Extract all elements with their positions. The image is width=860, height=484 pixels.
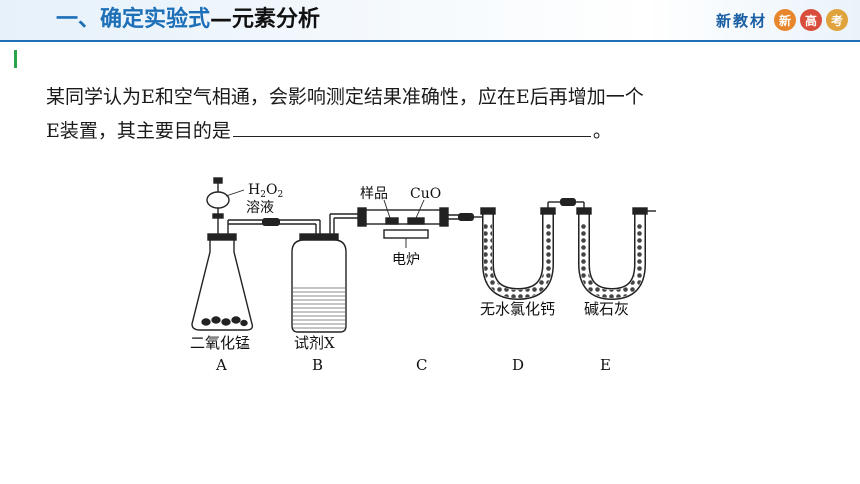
answer-blank[interactable] — [232, 114, 591, 137]
device-letter-c: C — [416, 356, 427, 374]
apparatus-e — [576, 201, 656, 301]
label-h2o2: H2O2 — [248, 182, 283, 200]
apparatus-d — [474, 201, 564, 301]
page-title: 一、确定实验式—元素分析 — [56, 4, 320, 36]
label-cuo: CuO — [410, 186, 441, 202]
question-text: 某同学认为E和空气相通，会影响测定结果准确性，应在E后再增加一个 E装置，其主要… — [46, 80, 816, 148]
connector-cd — [458, 213, 474, 221]
device-letter-b: B — [312, 356, 323, 374]
connector-de — [560, 198, 576, 206]
device-letter-a: A — [215, 356, 227, 374]
question-line-2-prefix: E装置，其主要目的是 — [46, 120, 231, 142]
label-reagent-x: 试剂X — [294, 334, 335, 352]
header-bar: 一、确定实验式—元素分析 新教材 新 高 考 — [0, 0, 860, 42]
question-line-2: E装置，其主要目的是 。 — [46, 114, 816, 148]
apparatus-c — [357, 199, 470, 248]
accent-bar — [14, 50, 17, 68]
brand-text: 新教材 — [715, 11, 767, 30]
apparatus-a — [191, 177, 298, 331]
apparatus-b — [291, 213, 364, 333]
brand-logo: 新教材 新 高 考 — [716, 6, 848, 34]
title-sub: —元素分析 — [210, 7, 321, 32]
question-line-1: 某同学认为E和空气相通，会影响测定结果准确性，应在E后再增加一个 — [46, 86, 644, 108]
connector-ab — [262, 218, 280, 226]
title-main: 一、确定实验式 — [56, 7, 211, 32]
device-letter-d: D — [512, 356, 524, 374]
brand-badge-gao: 高 — [800, 9, 822, 31]
label-sample: 样品 — [360, 186, 388, 202]
brand-badge-kao: 考 — [826, 9, 848, 31]
label-cacl2: 无水氯化钙 — [480, 300, 555, 318]
label-sodalime: 碱石灰 — [584, 300, 629, 318]
device-letter-e: E — [600, 356, 611, 374]
apparatus-diagram: H2O2 溶液 样品 CuO 电炉 二氧化锰 试剂X 无水氯化钙 碱石灰 A B… — [190, 177, 656, 374]
label-solution: 溶液 — [246, 200, 274, 216]
question-line-2-suffix: 。 — [592, 120, 612, 142]
label-mno2: 二氧化锰 — [190, 334, 250, 352]
brand-badge-xin: 新 — [774, 9, 796, 31]
label-furnace: 电炉 — [392, 252, 420, 268]
